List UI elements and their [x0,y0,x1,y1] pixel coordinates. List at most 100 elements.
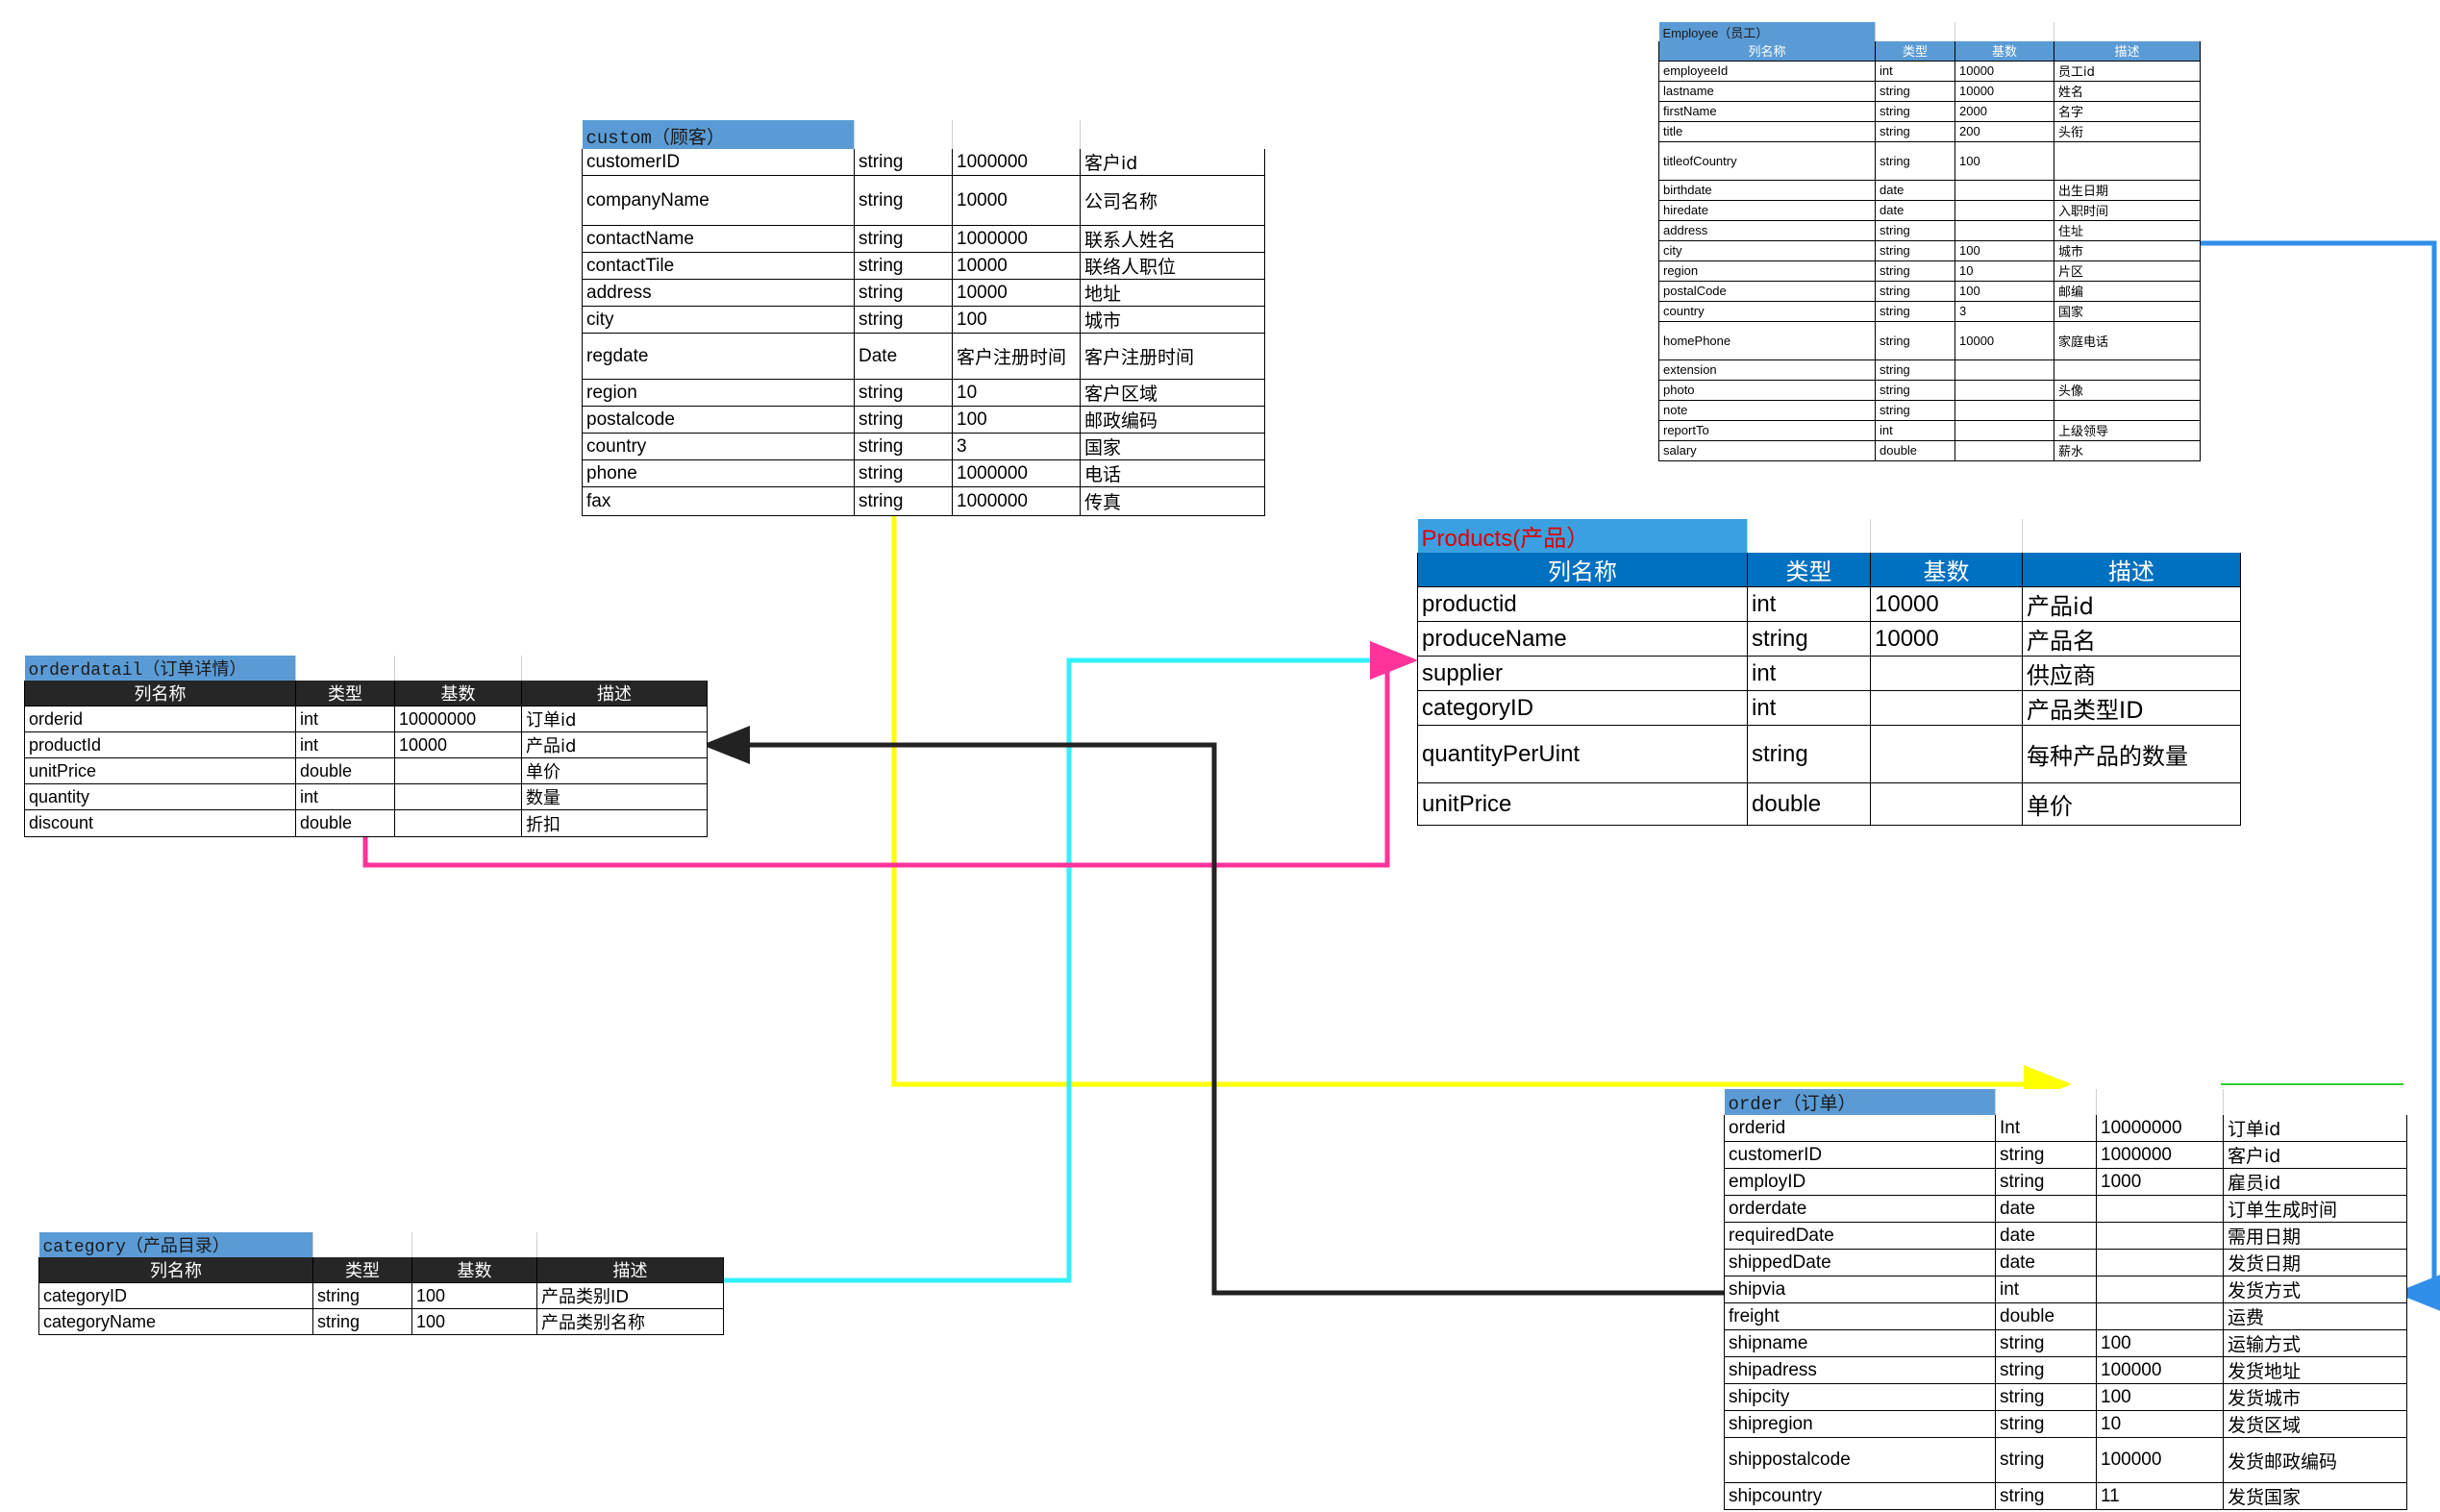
employee-cell-col-type: string [1875,301,1955,322]
orderdatail-cell-col-cardinality: 10000000 [394,706,522,732]
custom-cell-col-name: country [582,433,855,460]
employee-cell-col-type: int [1875,420,1955,441]
employee-cell-col-type: string [1875,400,1955,421]
orderdatail-header-col-name: 列名称 [24,681,296,706]
order-cell-col-cardinality: 1000000 [2096,1141,2224,1169]
employee-cell-col-name: photo [1658,380,1876,401]
employee-cell-col-type: string [1875,121,1955,142]
employee-cell-col-name: country [1658,301,1876,322]
category-cell-col-cardinality: 100 [411,1308,537,1335]
category-header-row: 列名称类型基数描述 [38,1257,724,1283]
custom-cell-col-type: string [854,306,953,334]
order-cell-col-name: customerID [1724,1141,1996,1169]
custom-cell-col-desc: 客户id [1080,149,1265,176]
order-caption-empty [1995,1089,2097,1115]
orderdatail-cell-col-type: double [295,757,395,784]
custom-cell-col-type: string [854,486,953,516]
custom-cell-col-cardinality: 1000000 [952,225,1081,253]
orderdatail-cell-col-desc: 折扣 [521,809,708,837]
order-cell-col-type: string [1995,1356,2097,1384]
employee-cell-col-name: titleofCountry [1658,141,1876,181]
order-cell-col-cardinality: 100 [2096,1383,2224,1411]
order-cell-col-name: shipregion [1724,1410,1996,1438]
order-cell-col-name: requiredDate [1724,1222,1996,1250]
orderdatail-caption-empty [394,656,522,681]
products-cell-col-desc: 单价 [2022,782,2241,826]
custom-cell-col-name: postalcode [582,406,855,434]
products-cell-col-cardinality [1870,725,2023,783]
employee-cell-col-type: string [1875,141,1955,181]
employee-cell-col-type: string [1875,81,1955,102]
employee-cell-col-type: string [1875,260,1955,282]
custom-cell-col-cardinality: 100 [952,406,1081,434]
custom-cell-col-cardinality: 100 [952,306,1081,334]
products-cell-col-desc: 产品名 [2022,621,2241,657]
custom-cell-col-cardinality: 1000000 [952,486,1081,516]
custom-cell-col-desc: 城市 [1080,306,1265,334]
employee-cell-col-desc: 城市 [2054,240,2201,261]
employee-cell-col-name: city [1658,240,1876,261]
custom-cell-col-name: regdate [582,333,855,380]
custom-cell-col-cardinality: 客户注册时间 [952,333,1081,380]
employee-table-title: Employee（员工） [1658,22,1876,41]
products-cell-col-desc: 产品id [2022,586,2241,622]
category-caption-row: category（产品目录） [38,1232,724,1257]
employee-header-col-desc: 描述 [2054,41,2201,62]
custom-cell-col-desc: 客户区域 [1080,379,1265,407]
order-cell-col-name: orderdate [1724,1195,1996,1223]
employee-cell-col-cardinality [1954,200,2054,221]
custom-cell-col-cardinality: 1000000 [952,459,1081,487]
products-header-col-name: 列名称 [1417,553,1748,587]
custom-cell-col-desc: 联络人职位 [1080,252,1265,280]
category-caption-empty [411,1232,537,1257]
employee-cell-col-type: string [1875,240,1955,261]
category-header-col-name: 列名称 [38,1257,313,1283]
employee-cell-col-name: region [1658,260,1876,282]
orderdatail-cell-col-cardinality [394,809,522,837]
products-cell-col-desc: 产品类型ID [2022,690,2241,726]
products-header-col-type: 类型 [1747,553,1871,587]
custom-cell-col-type: string [854,225,953,253]
employee-cell-col-type: date [1875,180,1955,201]
employee-cell-col-name: note [1658,400,1876,421]
orderdatail-cell-col-type: double [295,809,395,837]
employee-cell-col-cardinality [1954,220,2054,241]
employee-cell-col-type: string [1875,101,1955,122]
products-cell-col-name: unitPrice [1417,782,1748,826]
employee-cell-col-desc: 住址 [2054,220,2201,241]
order-cell-col-type: string [1995,1168,2097,1196]
custom-cell-col-name: region [582,379,855,407]
employee-cell-col-name: employeeId [1658,61,1876,82]
custom-caption-empty [952,120,1081,149]
order-cell-col-cardinality: 100000 [2096,1437,2224,1483]
category-cell-col-desc: 产品类别名称 [536,1308,724,1335]
order-cell-col-type: string [1995,1482,2097,1510]
order-cell-col-name: shipcountry [1724,1482,1996,1510]
products-cell-col-type: double [1747,782,1871,826]
custom-cell-col-desc: 联系人姓名 [1080,225,1265,253]
employee-cell-col-desc: 头像 [2054,380,2201,401]
custom-cell-col-cardinality: 10000 [952,279,1081,307]
orderdatail-cell-col-type: int [295,731,395,758]
order-cell-col-name: shippedDate [1724,1249,1996,1277]
employee-cell-col-cardinality: 200 [1954,121,2054,142]
employee-caption-empty [2054,22,2201,41]
order-cell-col-type: string [1995,1383,2097,1411]
category-cell-col-name: categoryName [38,1308,313,1335]
orderdatail-cell-col-desc: 产品id [521,731,708,758]
products-cell-col-desc: 供应商 [2022,656,2241,691]
